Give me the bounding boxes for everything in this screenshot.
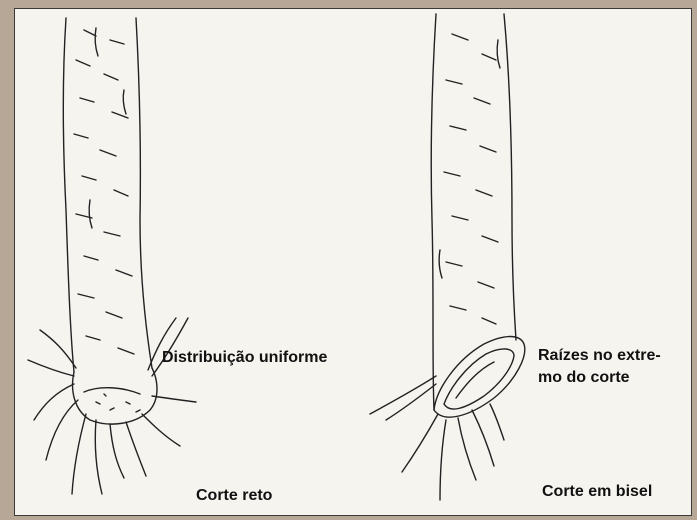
straight-cut-stem [63, 18, 152, 372]
right-annotation-line-2: mo do corte [538, 368, 630, 388]
right-caption: Corte em bisel [542, 482, 652, 502]
right-annotation-line-1: Raízes no extre- [538, 346, 661, 366]
bevel-cut-roots [370, 376, 504, 500]
bevel-cut-face [434, 337, 525, 418]
straight-cut-roots [28, 318, 196, 494]
left-caption: Corte reto [196, 486, 272, 506]
left-annotation: Distribuição uniforme [162, 348, 327, 368]
